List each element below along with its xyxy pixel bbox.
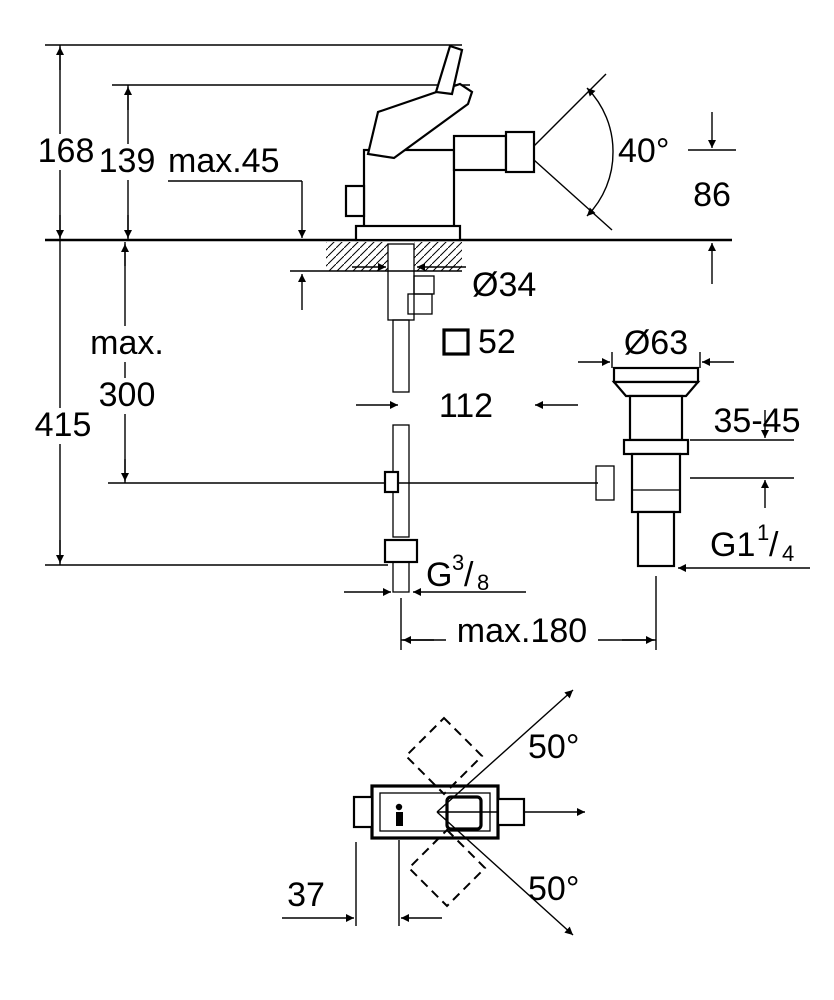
angle-50-upper-label: 50° [528, 728, 579, 766]
lever-tip [434, 44, 464, 96]
dim-max45-label: max.45 [168, 142, 280, 180]
dim-168-label: 168 [38, 132, 95, 170]
spout [452, 134, 508, 172]
rod-knob [595, 465, 615, 501]
dim-52-label: 52 [478, 323, 516, 361]
g38-numerator: 3 [452, 550, 464, 575]
dim-max-word: max. [90, 324, 164, 362]
angle-50-lower-label: 50° [528, 870, 579, 908]
handle-socket-square [445, 795, 483, 831]
plan-view: 50° 50° 37 [282, 689, 585, 936]
body-top-inner [379, 792, 491, 832]
spray-line-upper [533, 73, 607, 147]
popup-waste-assembly [595, 366, 701, 568]
threaded-shank [387, 243, 415, 321]
handle-position-lower-dashed [407, 828, 487, 908]
g38-slash: / [464, 556, 474, 594]
dim-139-label: 139 [99, 142, 156, 180]
g114-prefix: G1 [710, 526, 755, 564]
g114-slash: / [769, 526, 779, 564]
fixing-washer [413, 275, 435, 295]
rod-clamp [383, 470, 400, 494]
dim-max180-label: max.180 [457, 612, 587, 650]
waste-body [630, 452, 682, 514]
dimension-labels: 168 139 max.45 40° 86 Ø34 52 max. 300 41… [35, 132, 801, 650]
waste-flange-top [612, 366, 700, 384]
dimension-lines [56, 45, 810, 650]
fixing-nut [407, 293, 433, 315]
waste-tailpiece [636, 510, 676, 568]
dim-d34-label: Ø34 [472, 266, 536, 304]
faucet-base-flange [354, 224, 462, 242]
body-rear-detail [352, 795, 374, 829]
g114-numerator: 1 [757, 520, 769, 545]
hose-tail [392, 561, 410, 593]
spray-line-lower [533, 159, 613, 231]
dim-300-label: 300 [99, 376, 156, 414]
supply-hose-upper [392, 319, 410, 393]
swing-ray-lower [436, 811, 574, 936]
g114-denominator: 4 [782, 541, 794, 566]
dim-g38-label: G 3 / 8 [426, 550, 489, 595]
g38-denominator: 8 [477, 570, 489, 595]
dim-g114-label: G1 1 / 4 [710, 520, 794, 566]
dim-d63-label: Ø63 [624, 324, 688, 362]
g38-prefix: G [426, 556, 452, 594]
spout-tip-top-view [496, 797, 526, 827]
swing-ray-upper [436, 689, 574, 813]
compression-nut [383, 538, 419, 564]
lever-handle [366, 82, 474, 160]
faucet-front-view [344, 44, 614, 242]
cartridge-dot [395, 803, 403, 811]
aerator [504, 130, 536, 174]
dim-112-label: 112 [439, 387, 493, 425]
waste-flange-taper [611, 380, 701, 398]
dim-37-label: 37 [287, 876, 325, 914]
square-symbol [442, 328, 470, 356]
faucet-side-detail [344, 184, 366, 218]
dim-40deg-label: 40° [618, 132, 669, 170]
dim-86-label: 86 [693, 176, 731, 214]
spray-arc-lower [586, 151, 614, 217]
dim-3545-label: 35-45 [714, 402, 801, 440]
dim-415-label: 415 [35, 406, 92, 444]
handle-position-upper-dashed [404, 716, 484, 796]
cartridge-slot [396, 812, 403, 826]
deck-hatch-left [326, 242, 388, 271]
waste-neck [628, 394, 684, 442]
spray-arc-upper [586, 87, 614, 153]
waste-ring [622, 438, 690, 456]
label-backgrounds [34, 134, 598, 652]
